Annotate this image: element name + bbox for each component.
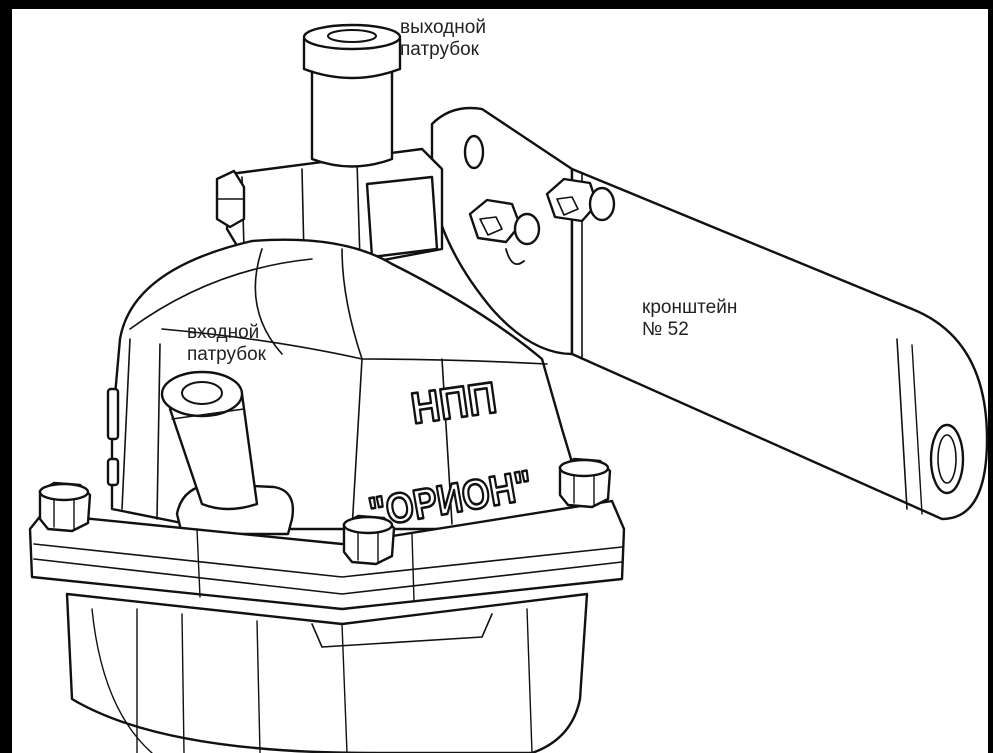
filter-unit-drawing: НПП "ОРИОН" xyxy=(28,23,988,753)
outlet-pipe xyxy=(302,23,402,168)
label-inlet-pipe: входной патрубок xyxy=(187,322,266,366)
drawing-canvas: НПП "ОРИОН" выходной патрубок входной па… xyxy=(12,9,988,753)
label-outlet-pipe: выходной патрубок xyxy=(400,17,486,61)
flange-bolt-center xyxy=(342,514,396,566)
base-flange xyxy=(28,499,626,611)
upper-head xyxy=(215,147,444,266)
label-outlet-line2: патрубок xyxy=(400,39,479,60)
brand-top-text: НПП xyxy=(408,372,500,433)
label-inlet-line2: патрубок xyxy=(187,344,266,365)
label-bracket: кронштейн № 52 xyxy=(642,297,737,341)
bracket-nut-lower xyxy=(468,198,541,265)
label-inlet-line1: входной xyxy=(187,322,260,343)
inlet-pipe xyxy=(160,370,295,536)
bracket-upper-hole xyxy=(463,134,485,170)
bracket-nut-upper xyxy=(545,177,616,223)
label-outlet-line1: выходной xyxy=(400,17,486,38)
bracket-end-hole xyxy=(929,423,965,495)
flange-bolt-left xyxy=(38,481,92,533)
flange-bolt-right xyxy=(558,457,612,509)
label-bracket-line1: кронштейн xyxy=(642,297,738,318)
label-bracket-line2: № 52 xyxy=(642,319,689,340)
bottom-bowl xyxy=(65,592,589,753)
